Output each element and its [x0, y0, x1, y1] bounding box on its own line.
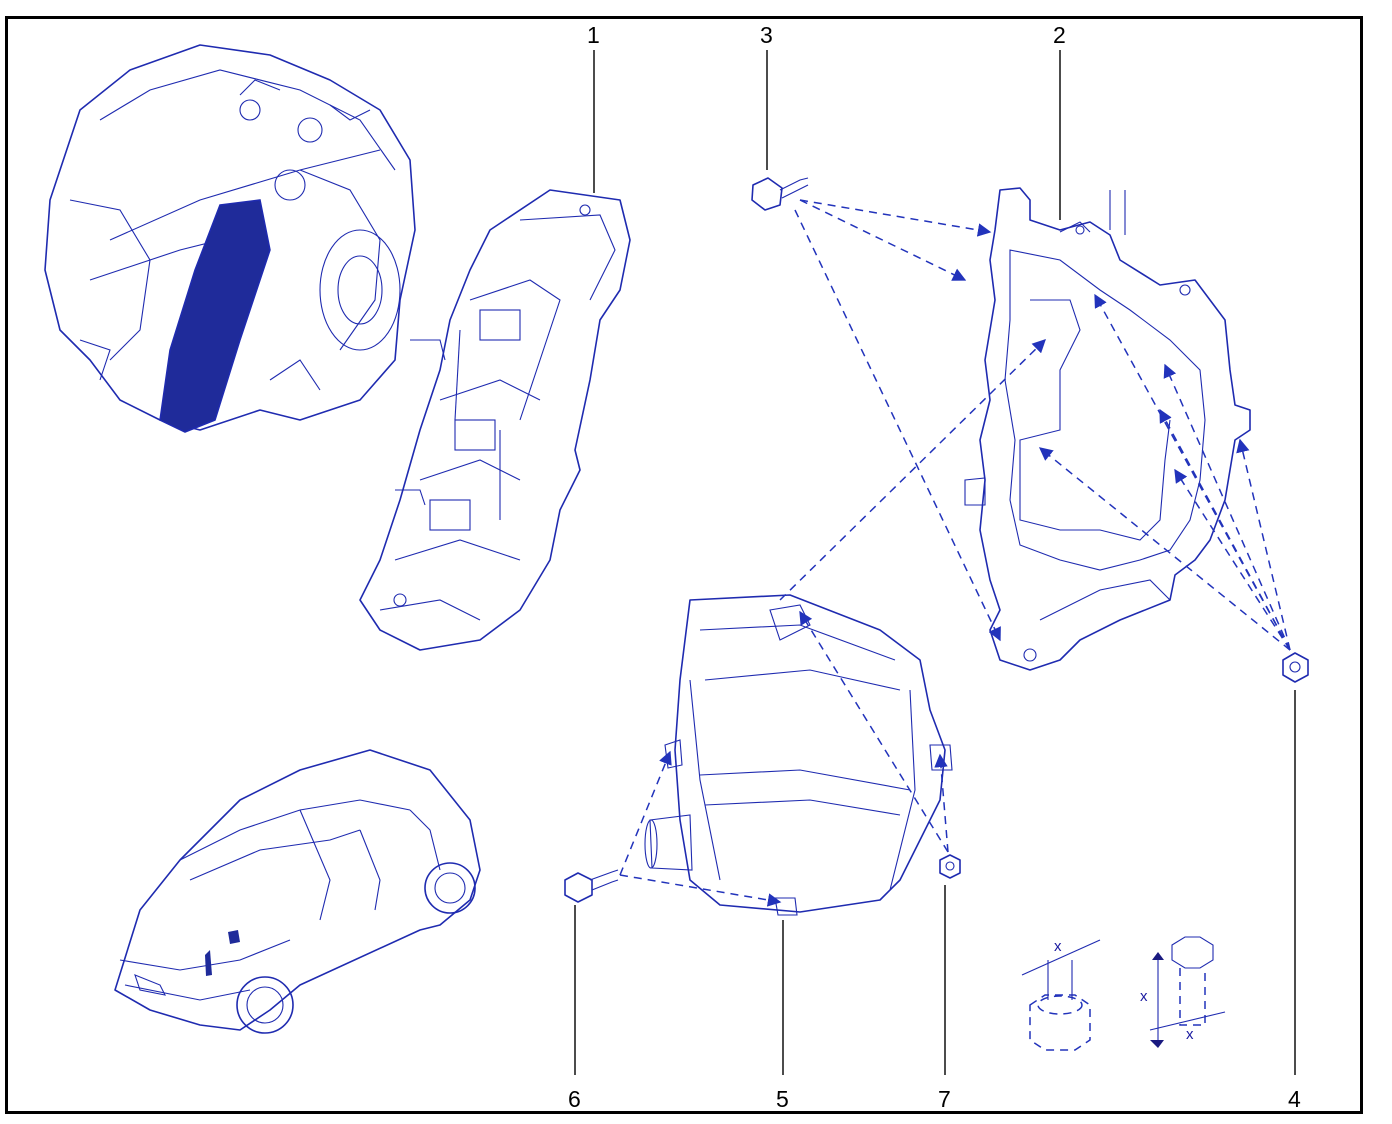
callout-6: 6 — [568, 1086, 581, 1112]
vehicle-illustration — [114, 749, 481, 1034]
diagram-frame — [5, 16, 1363, 1114]
bolt-length-dimension-label: x — [1140, 988, 1148, 1005]
part-5-control-unit — [644, 594, 953, 916]
part-7-nut — [939, 854, 961, 879]
bolt-dimension-detail — [1149, 936, 1226, 1048]
callout-1: 1 — [587, 22, 600, 48]
part-3-bolt — [751, 177, 809, 211]
callout-2: 2 — [1053, 22, 1066, 48]
callout-leaders — [574, 50, 1296, 1075]
part-1-support — [359, 189, 631, 651]
gearbox-assembly — [44, 44, 416, 433]
callout-3: 3 — [760, 22, 773, 48]
callout-5: 5 — [776, 1086, 789, 1112]
part-6-bolt — [564, 869, 619, 903]
nut-dimension-detail — [1021, 939, 1101, 1051]
assembly-arrows — [619, 199, 1291, 907]
nut-dimension-label: x — [1054, 938, 1062, 955]
callout-4: 4 — [1288, 1086, 1301, 1112]
part-4-nut — [1282, 652, 1309, 683]
callout-7: 7 — [938, 1086, 951, 1112]
bolt-diameter-dimension-label: x — [1186, 1026, 1194, 1043]
part-2-bracket — [964, 187, 1251, 671]
